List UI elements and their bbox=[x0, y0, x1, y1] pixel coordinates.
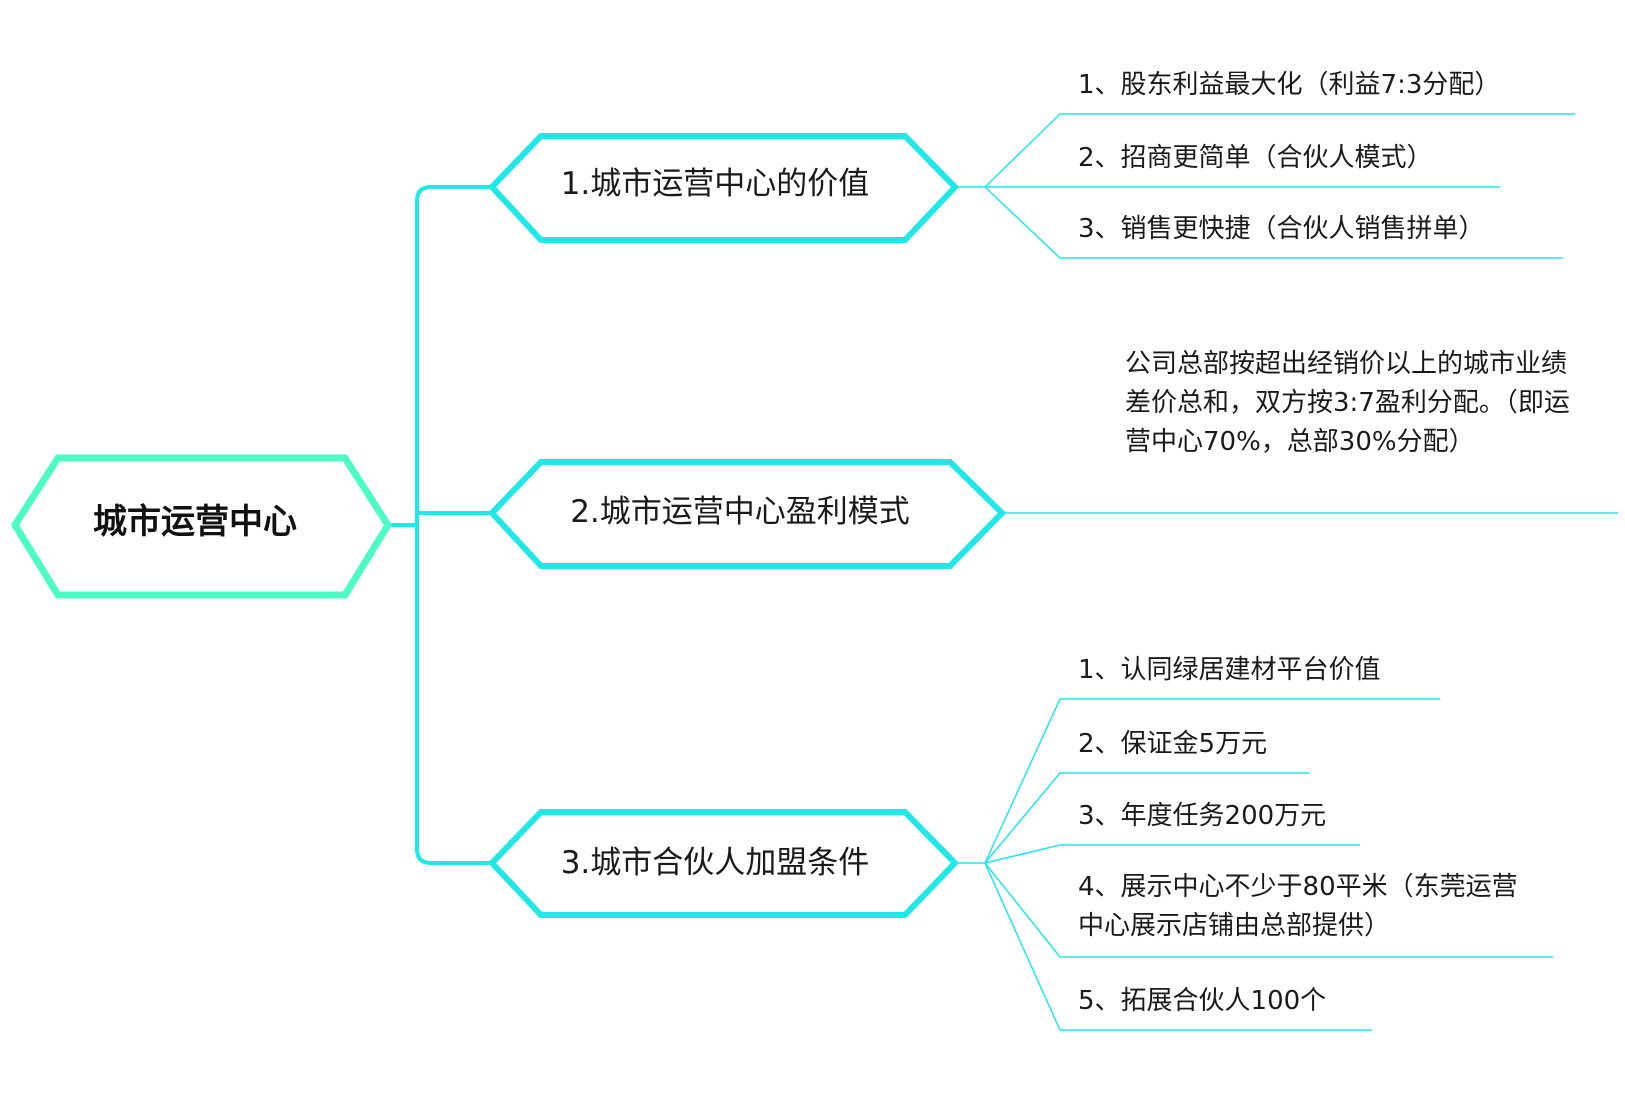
branch-3-leaf-3[interactable]: 3、年度任务200万元 bbox=[1078, 801, 1327, 831]
branch-2-label: 2.城市运营中心盈利模式 bbox=[570, 494, 910, 530]
branch-2-leaf-1[interactable]: 公司总部按超出经销价以上的城市业绩差价总和，双方按3:7盈利分配。（即运营中心7… bbox=[1125, 349, 1570, 457]
branch-3-leaf-5-underline bbox=[984, 862, 1372, 1031]
branch-1-leaf-3[interactable]: 3、销售更快捷（合伙人销售拼单） bbox=[1078, 214, 1485, 244]
branch-1-leaf-3-underline bbox=[984, 186, 1563, 259]
branch-3-leaf-1-underline bbox=[984, 698, 1440, 864]
branch-3-leaf-2[interactable]: 2、保证金5万元 bbox=[1078, 729, 1268, 759]
trunk-spine bbox=[415, 185, 490, 865]
branch-3-leaf-4[interactable]: 4、展示中心不少于80平米（东莞运营中心展示店铺由总部提供） bbox=[1078, 872, 1518, 941]
branch-1-leaf-connectors bbox=[955, 113, 1575, 259]
branch-3-leaf-5[interactable]: 5、拓展合伙人100个 bbox=[1078, 986, 1327, 1016]
branch-1-leaf-1-underline bbox=[984, 113, 1575, 188]
root-node-label: 城市运营中心 bbox=[93, 502, 297, 542]
branch-3-leaf-3-underline bbox=[984, 844, 1360, 864]
branch-1-label: 1.城市运营中心的价值 bbox=[560, 166, 870, 202]
branch-3-leaf-1[interactable]: 1、认同绿居建材平台价值 bbox=[1078, 655, 1381, 685]
branch-3-leaf-connectors bbox=[955, 698, 1553, 1031]
branch-3-leaf-2-underline bbox=[984, 772, 1310, 864]
root-node-shape[interactable] bbox=[10, 454, 393, 599]
branch-1-leaf-1[interactable]: 1、股东利益最大化（利益7:3分配） bbox=[1078, 70, 1501, 100]
branch-3-label: 3.城市合伙人加盟条件 bbox=[560, 845, 870, 881]
branch-3-leaf-4-underline bbox=[984, 862, 1553, 958]
branch-1-leaf-2[interactable]: 2、招商更简单（合伙人模式） bbox=[1078, 143, 1433, 173]
trunk-connectors bbox=[382, 185, 490, 865]
